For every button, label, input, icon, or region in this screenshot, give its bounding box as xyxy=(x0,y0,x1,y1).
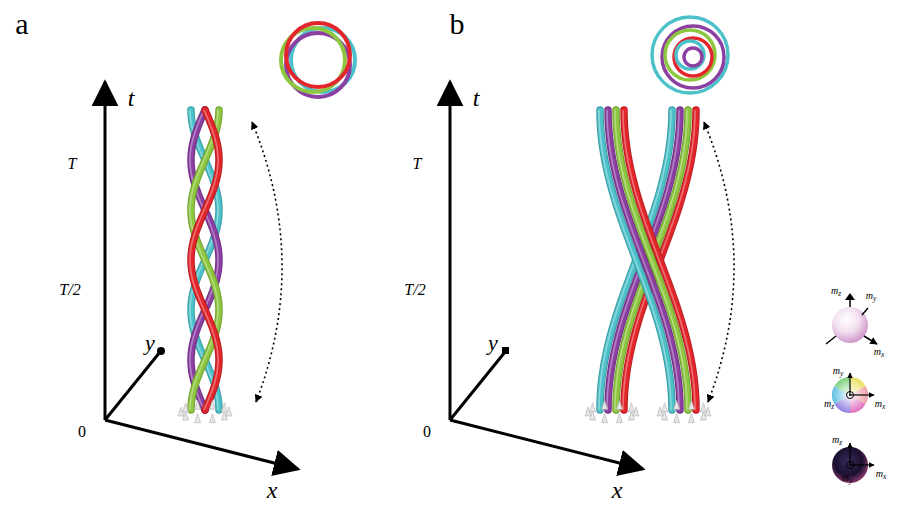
braid xyxy=(599,110,696,410)
tick-label: T/2 xyxy=(404,282,425,298)
component-label: mx xyxy=(876,469,887,480)
axis-label: y xyxy=(488,332,498,354)
axes xyxy=(105,82,643,469)
component-label: mz xyxy=(832,435,842,446)
tick-label: T/2 xyxy=(59,282,80,298)
panel-letter: a xyxy=(15,9,28,39)
tick-label: T xyxy=(413,156,422,172)
component-label: mx xyxy=(875,399,886,410)
tick-label: 0 xyxy=(423,424,431,440)
period-arrow xyxy=(252,122,282,402)
axis-dot xyxy=(502,347,509,354)
axis-label: t xyxy=(128,86,135,110)
component-label: mz xyxy=(824,399,834,410)
component-label: my xyxy=(866,291,877,302)
trajectory-inset xyxy=(281,17,728,97)
panel-letter: b xyxy=(450,9,465,39)
color-wheel xyxy=(832,373,874,413)
spin-texture xyxy=(178,400,711,422)
tick-label: 0 xyxy=(78,424,86,440)
tick-label: T xyxy=(68,156,77,172)
period-arrow xyxy=(704,122,734,402)
axis-label: y xyxy=(145,332,155,354)
component-label: mz xyxy=(831,286,841,297)
color-sphere xyxy=(832,443,874,483)
braid xyxy=(190,110,219,410)
axis-label: t xyxy=(473,86,480,110)
component-label: my xyxy=(842,473,853,484)
component-label: mx xyxy=(874,347,885,358)
component-label: my xyxy=(833,366,844,377)
axis-dot xyxy=(157,347,165,355)
axis-label: x xyxy=(267,478,278,502)
axis-label: x xyxy=(612,478,623,502)
